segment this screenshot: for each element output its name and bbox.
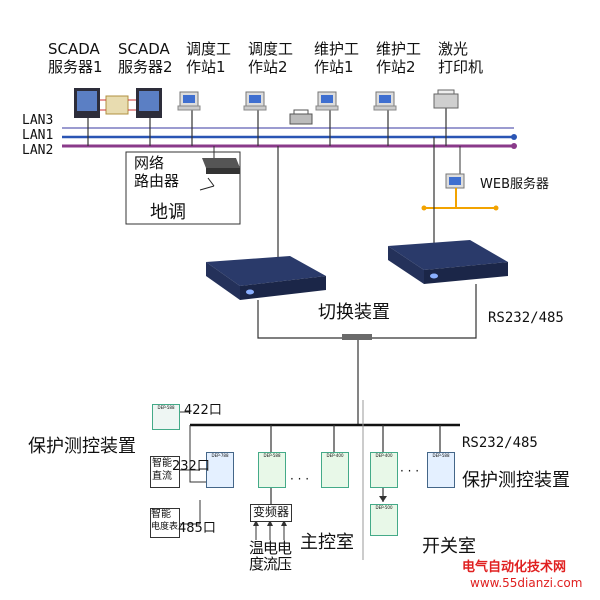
maint1-label-1: 维护工 [314,40,360,58]
smart-meter-label-1: 智能 [151,509,171,520]
watermark-url: www.55dianzi.com [470,576,583,590]
measurement-temperature: 温度 [249,539,265,573]
lan3-label: LAN3 [22,113,54,128]
printer-label-2: 打印机 [438,58,484,76]
router-icon [199,158,240,191]
room-switchgear: 开关室 [422,536,476,557]
web-server-label: WEB服务器 [480,177,549,192]
smart-meter-box [150,508,180,538]
scada-server-1-icon [74,88,100,118]
maint1-label-2: 作站1 [314,58,354,76]
workstation-icons [177,91,397,111]
measurement-voltage: 电压 [277,539,293,573]
laser-printer-icon [433,89,459,109]
sync-unit-icon [100,95,136,115]
module-dep588-top: DEP-588 [152,404,180,430]
hub-icon [342,334,372,340]
module-dep588-main: DEP-588 [258,452,286,488]
module-dep788: DEP-788 [206,452,234,488]
room-main-control: 主控室 [300,532,354,553]
router-frame [125,151,241,225]
module-dep400-main: DEP-400 [321,452,349,488]
port-232-label: 232口 [172,459,210,474]
dispatch1-label-2: 作站1 [186,58,226,76]
converter-box [250,504,292,522]
scada2-label-2: 服务器2 [118,58,173,76]
rs-top-label: RS232/485 [488,310,564,326]
smart-dc-label-2: 直流 [152,471,172,482]
router-label-2: 路由器 [134,172,180,190]
scada1-label-1: SCADA [48,40,100,58]
scada-server-2-icon [136,88,162,118]
module-dep500-switch: DEP-500 [370,504,398,536]
printer-label-1: 激光 [438,40,469,58]
converter-label: 变频器 [253,505,290,519]
router-label-1: 网络 [134,154,165,172]
port-485-label: 485口 [178,521,216,536]
switch-device-1-icon [206,256,326,300]
smart-meter-label-2: 电度表 [151,522,179,532]
protect-left-label: 保护测控装置 [28,436,136,457]
protect-right-label: 保护测控装置 [462,470,570,491]
maint2-label-2: 作站2 [376,58,416,76]
web-server-icon [445,173,465,189]
measurement-current: 电流 [263,539,279,573]
maint2-label-1: 维护工 [376,40,422,58]
scada2-label-1: SCADA [118,40,170,58]
smart-dc-label-1: 智能 [152,458,172,469]
rs-bus-label: RS232/485 [462,435,538,451]
device-drops [87,108,447,146]
module-dep588-switch: DEP-588 [427,452,455,488]
port-422-label: 422口 [184,403,222,418]
lan2-label: LAN2 [22,143,54,158]
ellipsis-main: · · · [290,472,310,486]
switch-device-label: 切换装置 [318,302,390,323]
switch-device-2-icon [388,240,508,284]
dispatch1-label-1: 调度工 [186,40,232,58]
remote-dispatch-label: 地调 [150,202,186,223]
scada1-label-2: 服务器1 [48,58,103,76]
dispatch2-label-2: 作站2 [248,58,288,76]
ellipsis-switch: · · · [400,464,420,478]
smart-dc-box [150,456,180,488]
small-printer-icon [289,109,313,125]
watermark-cn: 电气自动化技术网 [462,560,567,575]
lan1-label: LAN1 [22,128,54,143]
module-dep400-switch: DEP-400 [370,452,398,488]
dispatch2-label-1: 调度工 [248,40,294,58]
